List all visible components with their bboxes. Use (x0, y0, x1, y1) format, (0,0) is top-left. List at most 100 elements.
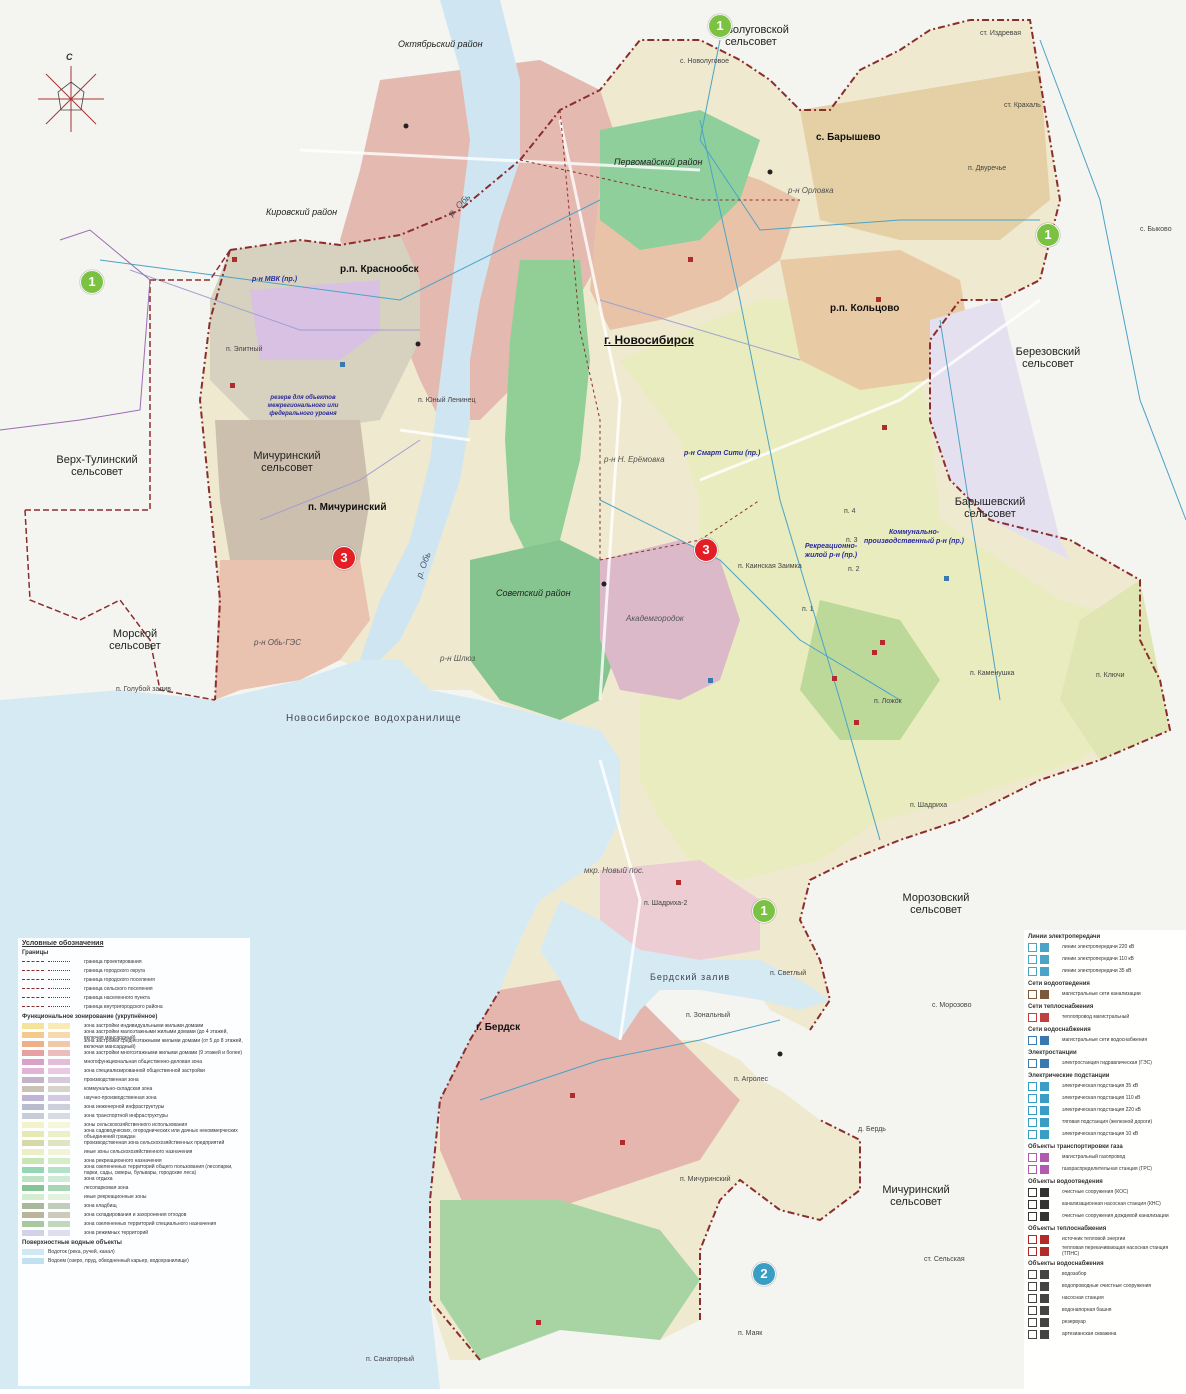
legend-symbol-icon (1028, 1058, 1062, 1068)
legend-zone-item: зона озелененных территорий специального… (22, 1219, 246, 1228)
legend-symbol-icon (1028, 1211, 1062, 1221)
legend-right-item: водопроводные очистные сооружения (1028, 1280, 1182, 1292)
legend-zone-swatch (22, 1175, 44, 1182)
legend-zone-label: зона кладбищ (84, 1202, 117, 1209)
marker-1-south[interactable]: 1 (752, 899, 776, 923)
legend-right-heading: Сети водоснабжения (1028, 1027, 1091, 1033)
legend-zone-label: лесопарковая зона (84, 1184, 129, 1191)
legend-symbol-mark (1028, 1305, 1037, 1315)
legend-symbol-icon (1028, 942, 1062, 952)
legend-zone-swatch-proj (48, 1094, 70, 1101)
district-reserve: резерв для объектов межрегионального или… (267, 395, 339, 417)
legend-left: Условные обозначения Границы граница про… (18, 938, 250, 1386)
legend-zone-label: зона застройки индивидуальными жилыми до… (84, 1022, 204, 1029)
region-novolugovskoy: Новолуговской сельсовет (713, 24, 789, 48)
legend-zone-label: зона инженерной инфраструктуры (84, 1103, 165, 1110)
legend-right-item: очистные сооружения дождевой канализации (1028, 1210, 1182, 1222)
legend-symbol-mark (1040, 989, 1049, 999)
legend-symbol-mark (1028, 1317, 1037, 1327)
legend-right-item: линии электропередачи 110 кВ (1028, 953, 1182, 965)
marker-3-west[interactable]: 3 (332, 546, 356, 570)
legend-right-item: электростанция гидравлическая (ГЭС) (1028, 1057, 1182, 1069)
legend-border-swatch-proj (48, 997, 70, 998)
legend-zone-label: зона транспортной инфраструктуры (84, 1112, 168, 1119)
compass-rose: С (36, 52, 106, 132)
legend-border-swatch-proj (48, 988, 70, 989)
legend-symbol-icon (1028, 1129, 1062, 1139)
legend-right-heading: Объекты транспортировки газа (1028, 1144, 1123, 1150)
settlement-mayak: п. Маяк (738, 1330, 763, 1337)
legend-symbol-mark (1040, 1329, 1049, 1339)
legend-border-item: граница проектирования (22, 957, 246, 966)
legend-zone-swatch (22, 1157, 44, 1164)
legend-symbol-mark (1040, 1305, 1049, 1315)
city-koltsovo: р.п. Кольцово (830, 303, 900, 314)
marker-1-northeast[interactable]: 1 (1036, 223, 1060, 247)
legend-zone-item: зона застройки среднеэтажными жилыми дом… (22, 1038, 246, 1050)
marker-3-center[interactable]: 3 (694, 538, 718, 562)
legend-zone-swatch (22, 1229, 44, 1236)
legend-symbol-mark (1028, 1269, 1037, 1279)
legend-zone-item: зона инженерной инфраструктуры (22, 1102, 246, 1111)
legend-zone-item: зона отдыха (22, 1174, 246, 1183)
legend-zone-swatch-proj (48, 1157, 70, 1164)
legend-border-label: граница городского округа (84, 967, 145, 974)
legend-symbol-mark (1028, 954, 1037, 964)
region-oktyabrsky: Октябрьский район (398, 39, 483, 49)
legend-right-label: магистральные сети водоснабжения (1062, 1037, 1148, 1043)
legend-symbol-mark (1040, 1117, 1049, 1127)
legend-right-label: очистные сооружения дождевой канализации (1062, 1213, 1169, 1219)
legend-right-label: электростанция гидравлическая (ГЭС) (1062, 1060, 1152, 1066)
legend-right-item: электрическая подстанция 35 кВ (1028, 1080, 1182, 1092)
legend-symbol-icon (1028, 1081, 1062, 1091)
district-akademgorodok: Академгородок (626, 614, 684, 623)
legend-symbol-mark (1028, 1058, 1037, 1068)
legend-right-label: резервуар (1062, 1319, 1086, 1325)
legend-water-heading: Поверхностные водные объекты (22, 1240, 122, 1246)
legend-right-item: очистные сооружения (КОС) (1028, 1186, 1182, 1198)
legend-right-heading: Объекты водоснабжения (1028, 1261, 1104, 1267)
marker-2[interactable]: 2 (752, 1262, 776, 1286)
legend-zone-item: научно-производственная зона (22, 1093, 246, 1102)
district-ob-ges: р-н Обь-ГЭС (254, 638, 302, 647)
legend-symbol-mark (1028, 1329, 1037, 1339)
legend-border-swatch-proj (48, 979, 70, 980)
legend-zone-item: зона режимных территорий (22, 1228, 246, 1237)
marker-1-north[interactable]: 1 (708, 14, 732, 38)
settlement-morozovo: с. Морозово (932, 1002, 972, 1009)
settlement-novy-pos: мкр. Новый пос. (584, 866, 645, 875)
legend-symbol-icon (1028, 1281, 1062, 1291)
legend-right-label: водопроводные очистные сооружения (1062, 1283, 1152, 1289)
legend-symbol-icon (1028, 1293, 1062, 1303)
city-baryshevo: с. Барышево (816, 132, 881, 143)
legend-symbol-mark (1028, 1152, 1037, 1162)
legend-zone-item: коммунально-складская зона (22, 1084, 246, 1093)
legend-right-label: водозабор (1062, 1271, 1087, 1277)
legend-symbol-mark (1040, 1317, 1049, 1327)
city-berdsk: г. Бердск (476, 1022, 521, 1033)
compass-icon (38, 66, 104, 132)
marker-1-west[interactable]: 1 (80, 270, 104, 294)
legend-right-item: электрическая подстанция 10 кВ (1028, 1128, 1182, 1140)
legend-right-item: водонапорная башня (1028, 1304, 1182, 1316)
settlement-p3: п. 3 (846, 537, 858, 544)
legend-border-label: граница сельского поселения (84, 985, 153, 992)
legend-zone-swatch (22, 1139, 44, 1146)
legend-border-swatch-proj (48, 1006, 70, 1007)
legend-right-label: насосная станция (1062, 1295, 1104, 1301)
legend-symbol-mark (1040, 1081, 1049, 1091)
district-mvk: р-н МВК (пр.) (252, 276, 298, 283)
legend-border-item: граница населенного пункта (22, 993, 246, 1002)
legend-zone-item: лесопарковая зона (22, 1183, 246, 1192)
city-novosibirsk: г. Новосибирск (604, 333, 694, 347)
legend-symbol-mark (1028, 1081, 1037, 1091)
legend-zone-label: производственная зона (84, 1076, 139, 1083)
legend-symbol-mark (1028, 1211, 1037, 1221)
water-reservoir: Новосибирское водохранилище (286, 713, 462, 724)
legend-zone-item: зона застройки индивидуальными жилыми до… (22, 1021, 246, 1030)
legend-symbol-icon (1028, 1117, 1062, 1127)
legend-symbol-icon (1028, 1305, 1062, 1315)
legend-border-item: граница сельского поселения (22, 984, 246, 993)
